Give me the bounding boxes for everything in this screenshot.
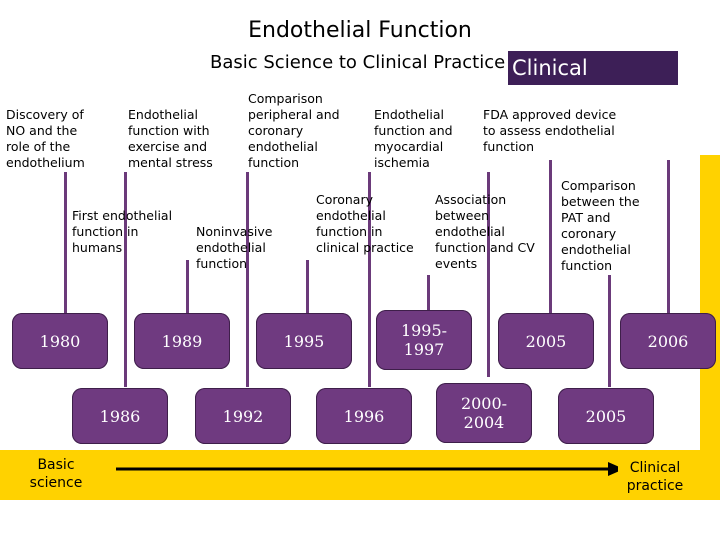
- event-label: Coronary endothelial function in clinica…: [316, 192, 414, 255]
- connector-1992: [246, 172, 249, 387]
- connector-2005a: [549, 160, 552, 322]
- timeline-start-label: Basic science: [26, 456, 86, 492]
- year-box: 2005: [498, 313, 594, 369]
- year-box: 2005: [558, 388, 654, 444]
- event-label: Endothelial function with exercise and m…: [128, 107, 213, 170]
- event-label: Endothelial function and myocardial isch…: [374, 107, 453, 170]
- connector-2000-2004: [487, 172, 490, 377]
- connector-1986: [124, 172, 127, 387]
- event-label: Noninvasive endothelial function: [196, 224, 273, 271]
- connector-1989: [186, 260, 189, 322]
- event-label: Discovery of NO and the role of the endo…: [6, 107, 85, 170]
- event-label: Association between endothelial function…: [435, 192, 535, 271]
- connector-1980: [64, 172, 67, 322]
- connector-2005b: [608, 275, 611, 387]
- connector-2006: [667, 160, 670, 322]
- timeline-band: [0, 450, 720, 500]
- connector-1995-1997: [427, 275, 430, 315]
- year-box: 1996: [316, 388, 412, 444]
- year-box: 2006: [620, 313, 716, 369]
- event-label: Comparison peripheral and coronary endot…: [248, 91, 340, 170]
- timeline-arrow-icon: [116, 462, 624, 476]
- connector-1995: [306, 260, 309, 322]
- year-box: 1980: [12, 313, 108, 369]
- event-label: First endothelial function in humans: [72, 208, 173, 255]
- year-box: 1995: [256, 313, 352, 369]
- clinical-practice-box: Clinical practice: [508, 51, 678, 114]
- timeline-end-label: Clinical practice: [618, 459, 692, 495]
- page-title: Endothelial Function: [248, 18, 472, 43]
- page-subtitle: Basic Science to Clinical Practice: [210, 52, 506, 73]
- event-label: Comparison between the PAT and coronary …: [561, 178, 640, 273]
- event-label: FDA approved device to assess endothelia…: [483, 107, 617, 154]
- year-box: 1989: [134, 313, 230, 369]
- year-box: 2000-2004: [436, 383, 532, 443]
- year-box: 1992: [195, 388, 291, 444]
- connector-1996: [368, 172, 371, 387]
- year-box: 1995-1997: [376, 310, 472, 370]
- year-box: 1986: [72, 388, 168, 444]
